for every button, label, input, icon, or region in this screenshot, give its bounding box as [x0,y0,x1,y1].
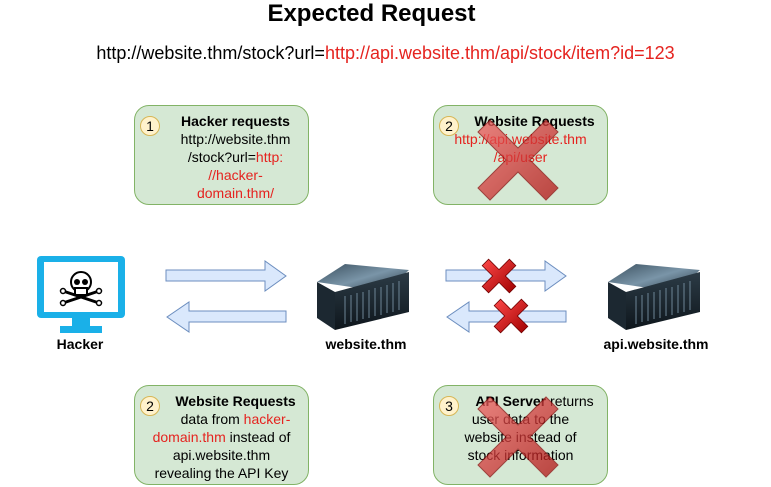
step-number-badge: 1 [140,116,160,136]
step-text: Website Requests http://api.website.thm … [454,112,605,166]
step-line: data from [180,411,244,427]
expected-request-url: http://website.thm/stock?url=http://api.… [0,42,771,64]
website-server-icon [317,264,409,330]
diagram-title: Expected Request [267,0,476,27]
step-line-red: domain.thm/ [196,185,275,201]
step-heading: Hacker requests [181,113,290,129]
step-line: website instead of [464,429,577,445]
api-server-icon [608,264,700,330]
arrow-right-icon [445,260,567,292]
step-line-red: domain.thm [152,429,226,445]
step-line: http://website.thm [180,131,291,147]
step-number-badge: 2 [140,396,160,416]
step-heading: Website Requests [175,393,296,409]
step-number-badge: 2 [439,116,459,136]
step-heading: API Server [475,393,547,409]
step-text: Hacker requests http://website.thm /stoc… [165,112,306,202]
step-text: Website Requests data from hacker- domai… [153,392,306,482]
step-line-red: //hacker- [208,167,263,183]
skull-icon [59,271,103,307]
url-param: http://api.website.thm/api/stock/item?id… [324,43,675,63]
step-line: /stock?url= [187,149,256,165]
website-label: website.thm [325,336,407,352]
step-box-3: 3 API Server returns user data to the we… [433,385,608,485]
arrow-left-icon [166,301,287,333]
step-line-red: hacker- [243,411,291,427]
step-line: returns [546,393,594,409]
step-box-2-top: 2 Website Requests http://api.website.th… [433,105,608,205]
step-number-badge: 3 [439,396,459,416]
arrow-right-icon [165,260,287,292]
blocked-cross-icon [493,298,529,334]
step-box-2-bottom: 2 Website Requests data from hacker- dom… [134,385,309,485]
step-box-1: 1 Hacker requests http://website.thm /st… [134,105,309,205]
step-text: API Server returns user data to the webs… [464,392,605,464]
step-line: api.website.thm [172,447,271,463]
step-line-red: http: [255,149,284,165]
step-line: revealing the API Key [154,465,289,481]
step-heading: Website Requests [474,113,595,129]
hacker-label: Hacker [56,336,104,352]
step-line: stock information [467,447,574,463]
step-line: user data to the [471,411,570,427]
url-base: http://website.thm/stock?url= [96,43,325,63]
step-line-red: /api/user [493,149,548,165]
step-line-red: http://api.website.thm [454,131,587,147]
api-server-label: api.website.thm [603,336,709,352]
hacker-computer-icon [37,256,125,333]
step-line: instead of [225,429,291,445]
blocked-cross-icon [481,258,517,294]
